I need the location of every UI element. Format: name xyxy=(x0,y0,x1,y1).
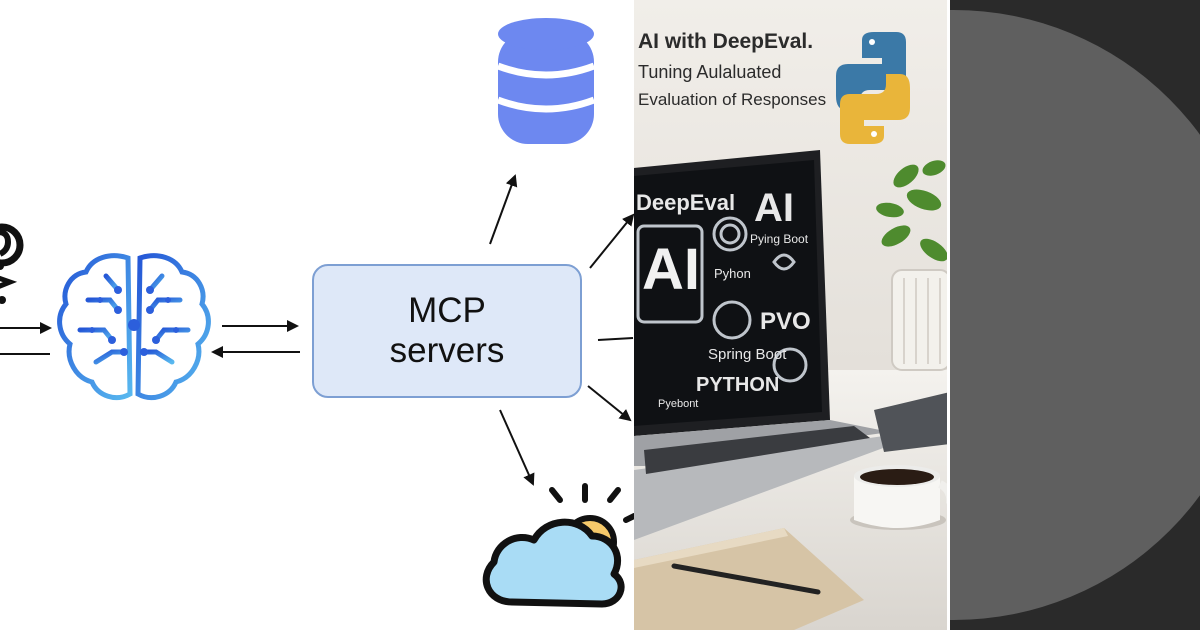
arrow-mcp-to-right-bottom xyxy=(587,385,632,422)
dark-panel-canvas xyxy=(950,10,1200,620)
screen-pying-boot: Pying Boot xyxy=(750,232,809,246)
wall-title: AI with DeepEval. xyxy=(638,30,814,53)
panel-divider xyxy=(947,0,951,630)
wall-caption: Evaluation of Responses xyxy=(638,90,827,109)
mcp-label-line1: MCP xyxy=(408,291,486,330)
screen-python: PYTHON xyxy=(696,374,780,396)
mcp-label-line2: servers xyxy=(389,331,505,370)
mcp-diagram-panel: MCP servers xyxy=(0,18,634,608)
python-logo-icon xyxy=(836,32,910,144)
question-icon xyxy=(0,223,24,304)
screen-deepeval: DeepEval xyxy=(636,190,736,215)
screen-ai: AI xyxy=(754,186,794,230)
dark-placeholder-panel xyxy=(950,0,1200,630)
placeholder-circle xyxy=(950,10,1200,620)
database-icon xyxy=(496,18,596,144)
screen-pvo: PVO xyxy=(760,308,811,335)
screen-pyebont: Pyebont xyxy=(658,398,699,410)
arrow-mcp-to-database xyxy=(489,174,518,245)
tablet-device xyxy=(874,392,950,452)
arrow-mcp-to-right-mid xyxy=(597,337,634,341)
wall-subtitle: Tuning Aulaluated xyxy=(638,62,782,82)
screen-graphics xyxy=(636,216,808,383)
cloud-sun-icon xyxy=(482,483,634,608)
coffee-mug-icon xyxy=(850,465,950,530)
deepeval-illustration-panel: AI with DeepEval. Tuning Aulaluated Eval… xyxy=(634,0,950,630)
illustration-canvas xyxy=(634,0,950,630)
arrow-mcp-to-weather xyxy=(499,409,535,486)
pen-icon xyxy=(671,563,821,595)
brain-nodes xyxy=(89,286,179,356)
plant-icon xyxy=(876,160,950,371)
screen-pyhon: Pyhon xyxy=(714,266,751,281)
mcp-servers-node: MCP servers xyxy=(312,264,582,398)
arrow-mcp-to-right-top xyxy=(589,213,634,269)
screen-ai-big: AI xyxy=(642,237,700,302)
screen-spring-boot: Spring Boot xyxy=(708,346,787,363)
diagram-canvas xyxy=(0,18,634,608)
